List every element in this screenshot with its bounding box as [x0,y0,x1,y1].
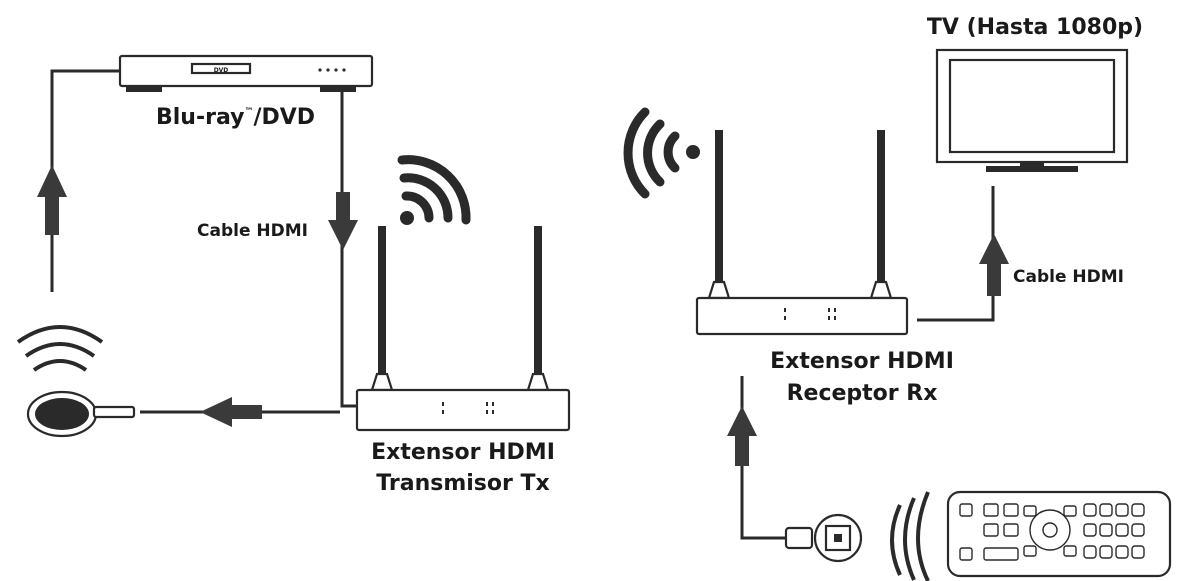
wifi-signal-icon [623,107,700,199]
ir-signal-icon [16,325,104,372]
cable-hdmi-left-label: Cable HDMI [197,221,308,241]
ir-signal-icon [890,491,930,581]
ir-cable-line [740,376,790,540]
receiver-box-icon [695,130,909,336]
arrow-icon [727,406,757,466]
transmitter-box-icon [355,226,571,432]
wifi-signal-icon [397,155,471,225]
tx-label-line1: Extensor HDMI [371,440,555,465]
rx-label-line2: Receptor Rx [787,381,938,406]
hdmi-cable-line [917,186,995,322]
ir-emitter-icon [26,390,136,438]
cable-loop-line [50,69,120,292]
ir-receiver-icon [784,513,863,563]
tx-label-line2: Transmisor Tx [376,471,549,496]
arrow-icon [37,165,67,235]
tv-icon [935,48,1129,172]
tv-label: TV (Hasta 1080p) [927,15,1143,40]
bluray-label: Blu-ray™/DVD [156,105,315,130]
hdmi-cable-line [340,92,357,408]
remote-control-icon [946,490,1172,578]
bluray-player-icon: DVD [118,54,374,92]
rx-label-line1: Extensor HDMI [770,349,954,374]
arrow-icon [200,397,262,427]
arrow-icon [979,234,1009,296]
player-brand: DVD [214,67,229,74]
arrow-icon [328,192,358,250]
cable-hdmi-right-label: Cable HDMI [1013,267,1124,287]
